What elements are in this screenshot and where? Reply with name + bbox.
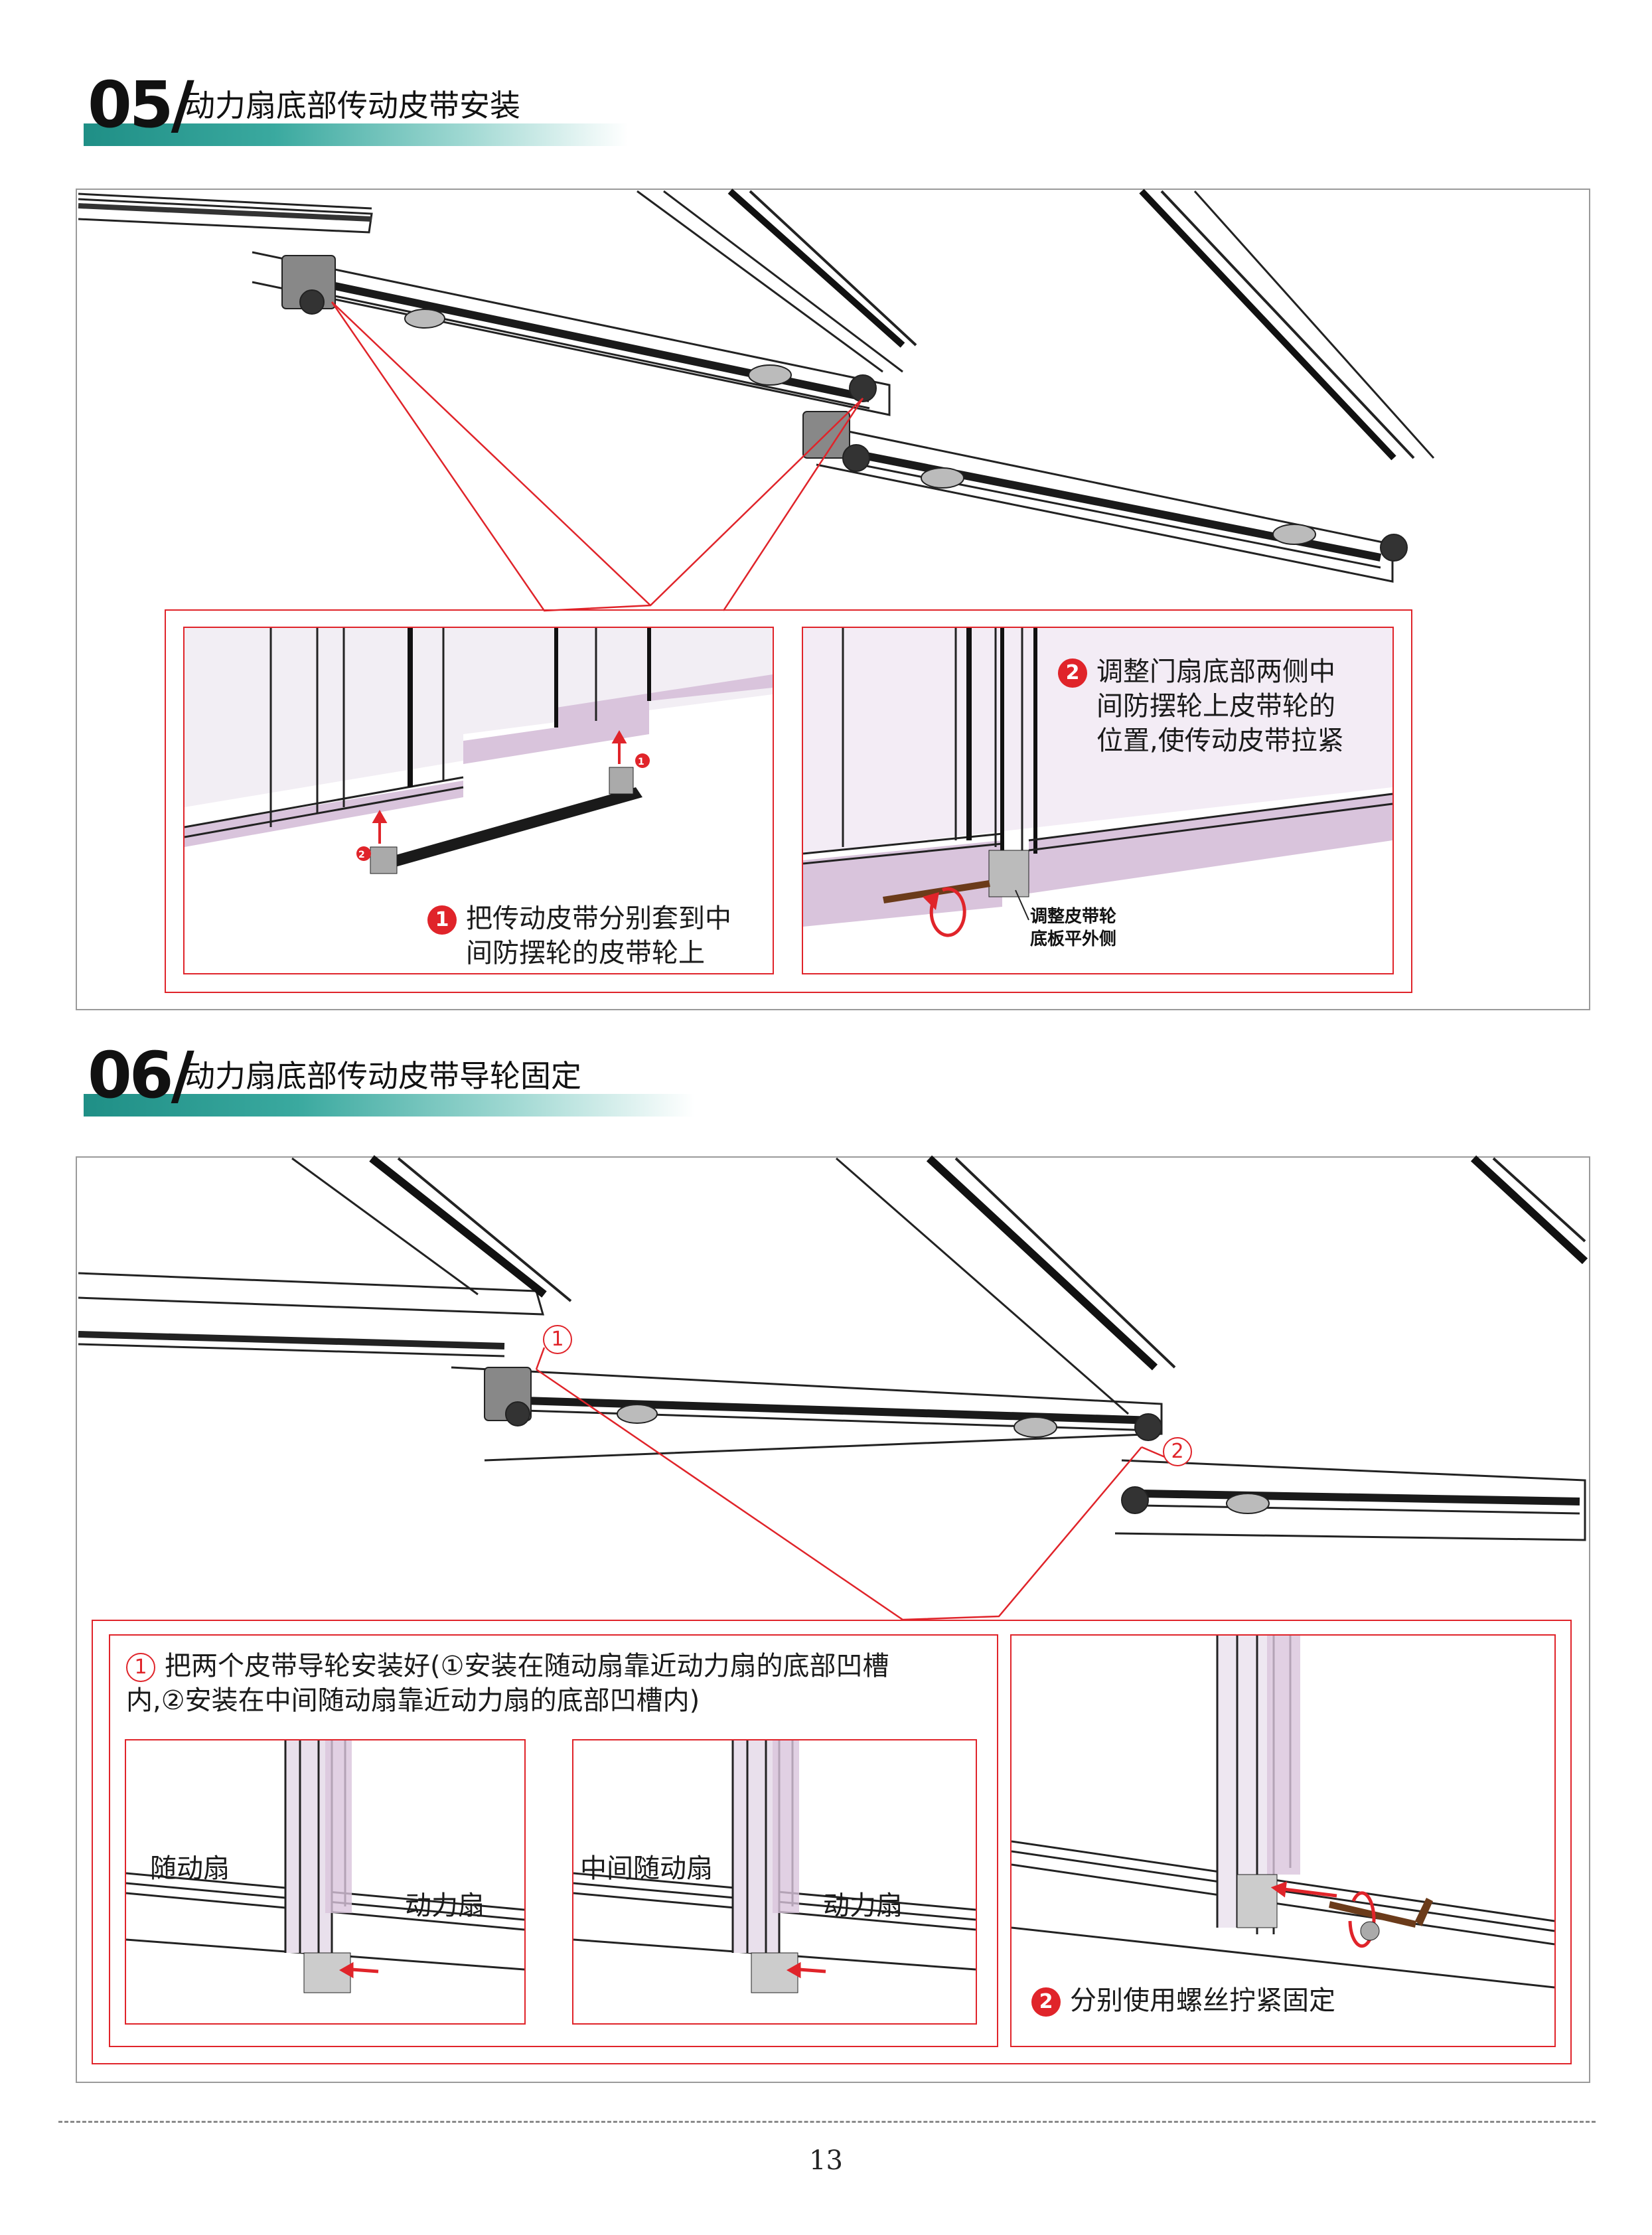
section-title: 动力扇底部传动皮带安装 (185, 88, 520, 123)
power-sash-label: 动力扇 (823, 1890, 903, 1921)
step-1-line-2: 间防摆轮的皮带轮上 (466, 938, 705, 968)
section6-step-1-line-1: 把两个皮带导轮安装好(①安装在随动扇靠近动力扇的底部凹槽 (165, 1651, 889, 1681)
power-sash-label: 动力扇 (405, 1890, 485, 1921)
step-2-illustration (803, 628, 1392, 973)
follower-sash-label: 随动扇 (150, 1853, 230, 1884)
step-2-line-2: 间防摆轮上皮带轮的 (1096, 691, 1335, 722)
step-1-badge: 1 (427, 905, 457, 935)
note-line-1: 调整皮带轮 (1030, 907, 1117, 927)
step-2-fasten-illustration (1012, 1636, 1554, 1989)
section6-step-1-line-2: 内,②安装在中间随动扇靠近动力扇的底部凹槽内) (126, 1685, 700, 1716)
page-number: 13 (809, 2145, 843, 2176)
section6-step-1-caption: 1 把两个皮带导轮安装好(①安装在随动扇靠近动力扇的底部凹槽 内,②安装在中间随动… (126, 1649, 889, 1718)
step-1-illustration (185, 628, 773, 874)
note-line-2: 底板平外侧 (1030, 929, 1117, 949)
section6-step-2-badge: 2 (1031, 1987, 1061, 2017)
step-1-line-1: 把传动皮带分别套到中 (466, 903, 731, 934)
step-1-detail-panel: 2 1 1 把传动皮带分别套到中 间防摆轮的皮带轮上 (183, 627, 774, 974)
section-05-header: 05/ 动力扇底部传动皮带安装 (84, 73, 681, 151)
step-2-line-1: 调整门扇底部两侧中 (1096, 656, 1335, 687)
middle-follower-sash-label: 中间随动扇 (580, 1853, 713, 1884)
section-05-detail-group (165, 609, 1412, 993)
section-number: 06/ (88, 1038, 194, 1113)
section6-step-2-caption: 2 分别使用螺丝拧紧固定 (1031, 1983, 1335, 2018)
follower-sash-illustration (126, 1740, 524, 1993)
step-1-detail-group: 1 把两个皮带导轮安装好(①安装在随动扇靠近动力扇的底部凹槽 内,②安装在中间随动… (109, 1634, 998, 2047)
step-2-line-3: 位置,使传动皮带拉紧 (1096, 726, 1344, 756)
section-title: 动力扇底部传动皮带导轮固定 (185, 1058, 581, 1094)
section-header-bar (84, 1094, 694, 1117)
callout-2: 2 (1163, 1437, 1201, 1466)
section-06-header: 06/ 动力扇底部传动皮带导轮固定 (84, 1043, 694, 1122)
section6-step-2-text: 分别使用螺丝拧紧固定 (1070, 1985, 1335, 2016)
section6-step-1-badge: 1 (126, 1653, 155, 1682)
arrow-badge-1: 1 (638, 757, 644, 767)
section-number: 05/ (88, 68, 194, 142)
step-2-detail-panel: 调整皮带轮 底板平外侧 2 调整门扇底部两侧中 间防摆轮上皮带轮的 位置,使传动皮… (802, 627, 1394, 974)
callout-1: 1 (543, 1325, 581, 1354)
footer-divider (58, 2121, 1596, 2123)
step-2-caption: 2 调整门扇底部两侧中 间防摆轮上皮带轮的 位置,使传动皮带拉紧 (1058, 655, 1344, 758)
arrow-badge-2: 2 (358, 850, 365, 860)
step-1-caption: 1 把传动皮带分别套到中 间防摆轮的皮带轮上 (427, 901, 731, 970)
step-2-fasten-panel: 2 分别使用螺丝拧紧固定 (1010, 1634, 1556, 2047)
section-06-detail-group (92, 1620, 1572, 2064)
section-header-bar (84, 123, 628, 146)
middle-follower-sash-panel: 中间随动扇 动力扇 (572, 1739, 977, 2025)
follower-sash-panel: 随动扇 动力扇 (125, 1739, 526, 2025)
step-2-badge: 2 (1058, 658, 1087, 688)
middle-follower-sash-illustration (573, 1740, 976, 1993)
